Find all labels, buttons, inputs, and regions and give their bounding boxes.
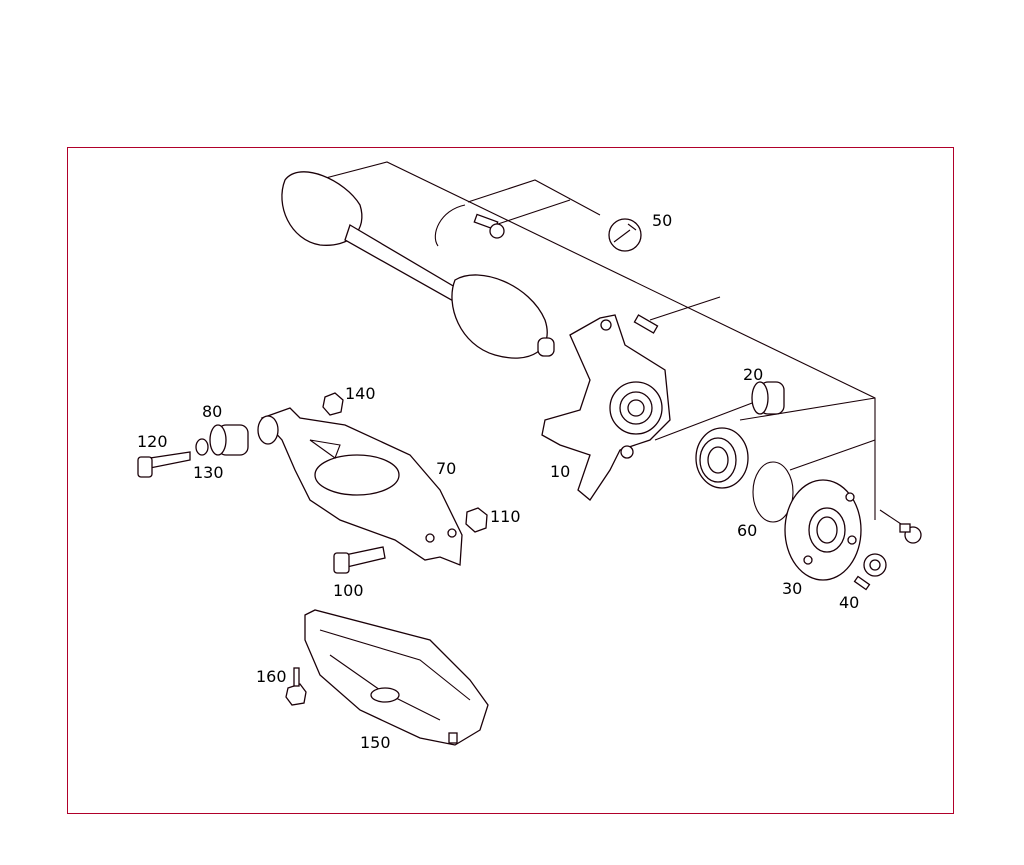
part-label-130: 130 [193,463,224,482]
diagram-frame [67,147,954,814]
wheel-hub-30 [784,479,862,581]
part-label-40: 40 [839,593,859,612]
axle-nut [863,553,887,577]
part-label-30: 30 [782,579,802,598]
part-label-80: 80 [202,402,222,421]
nut-140 [322,392,344,416]
nut-110 [465,507,488,533]
part-label-100: 100 [333,581,364,600]
bleed-screw-160 [285,667,307,706]
steering-knuckle-10 [541,314,671,501]
part-label-60: 60 [737,521,757,540]
circlip-part [434,204,466,247]
part-label-70: 70 [436,459,456,478]
part-label-120: 120 [137,432,168,451]
bolt-120 [137,451,191,478]
part-label-10: 10 [550,462,570,481]
bushing-80 [209,424,249,456]
bolt-100 [333,546,386,574]
part-label-20: 20 [743,365,763,384]
cover-150 [304,609,489,746]
part-label-150: 150 [360,733,391,752]
wheel-bearing [695,427,749,489]
plug-part [899,523,922,544]
drive-shaft [281,171,555,359]
part-label-160: 160 [256,667,287,686]
wheel-bolt-40 [853,575,871,591]
assembly-guide-lines [317,161,911,531]
control-arm-70 [257,407,463,566]
circlip-60 [752,461,794,523]
part-label-50: 50 [652,211,672,230]
part-label-110: 110 [490,507,521,526]
part-label-140: 140 [345,384,376,403]
wrench-symbol-50 [608,218,642,252]
bushing-20 [751,381,785,415]
washer-130 [195,438,209,456]
bolt-part [473,213,505,239]
